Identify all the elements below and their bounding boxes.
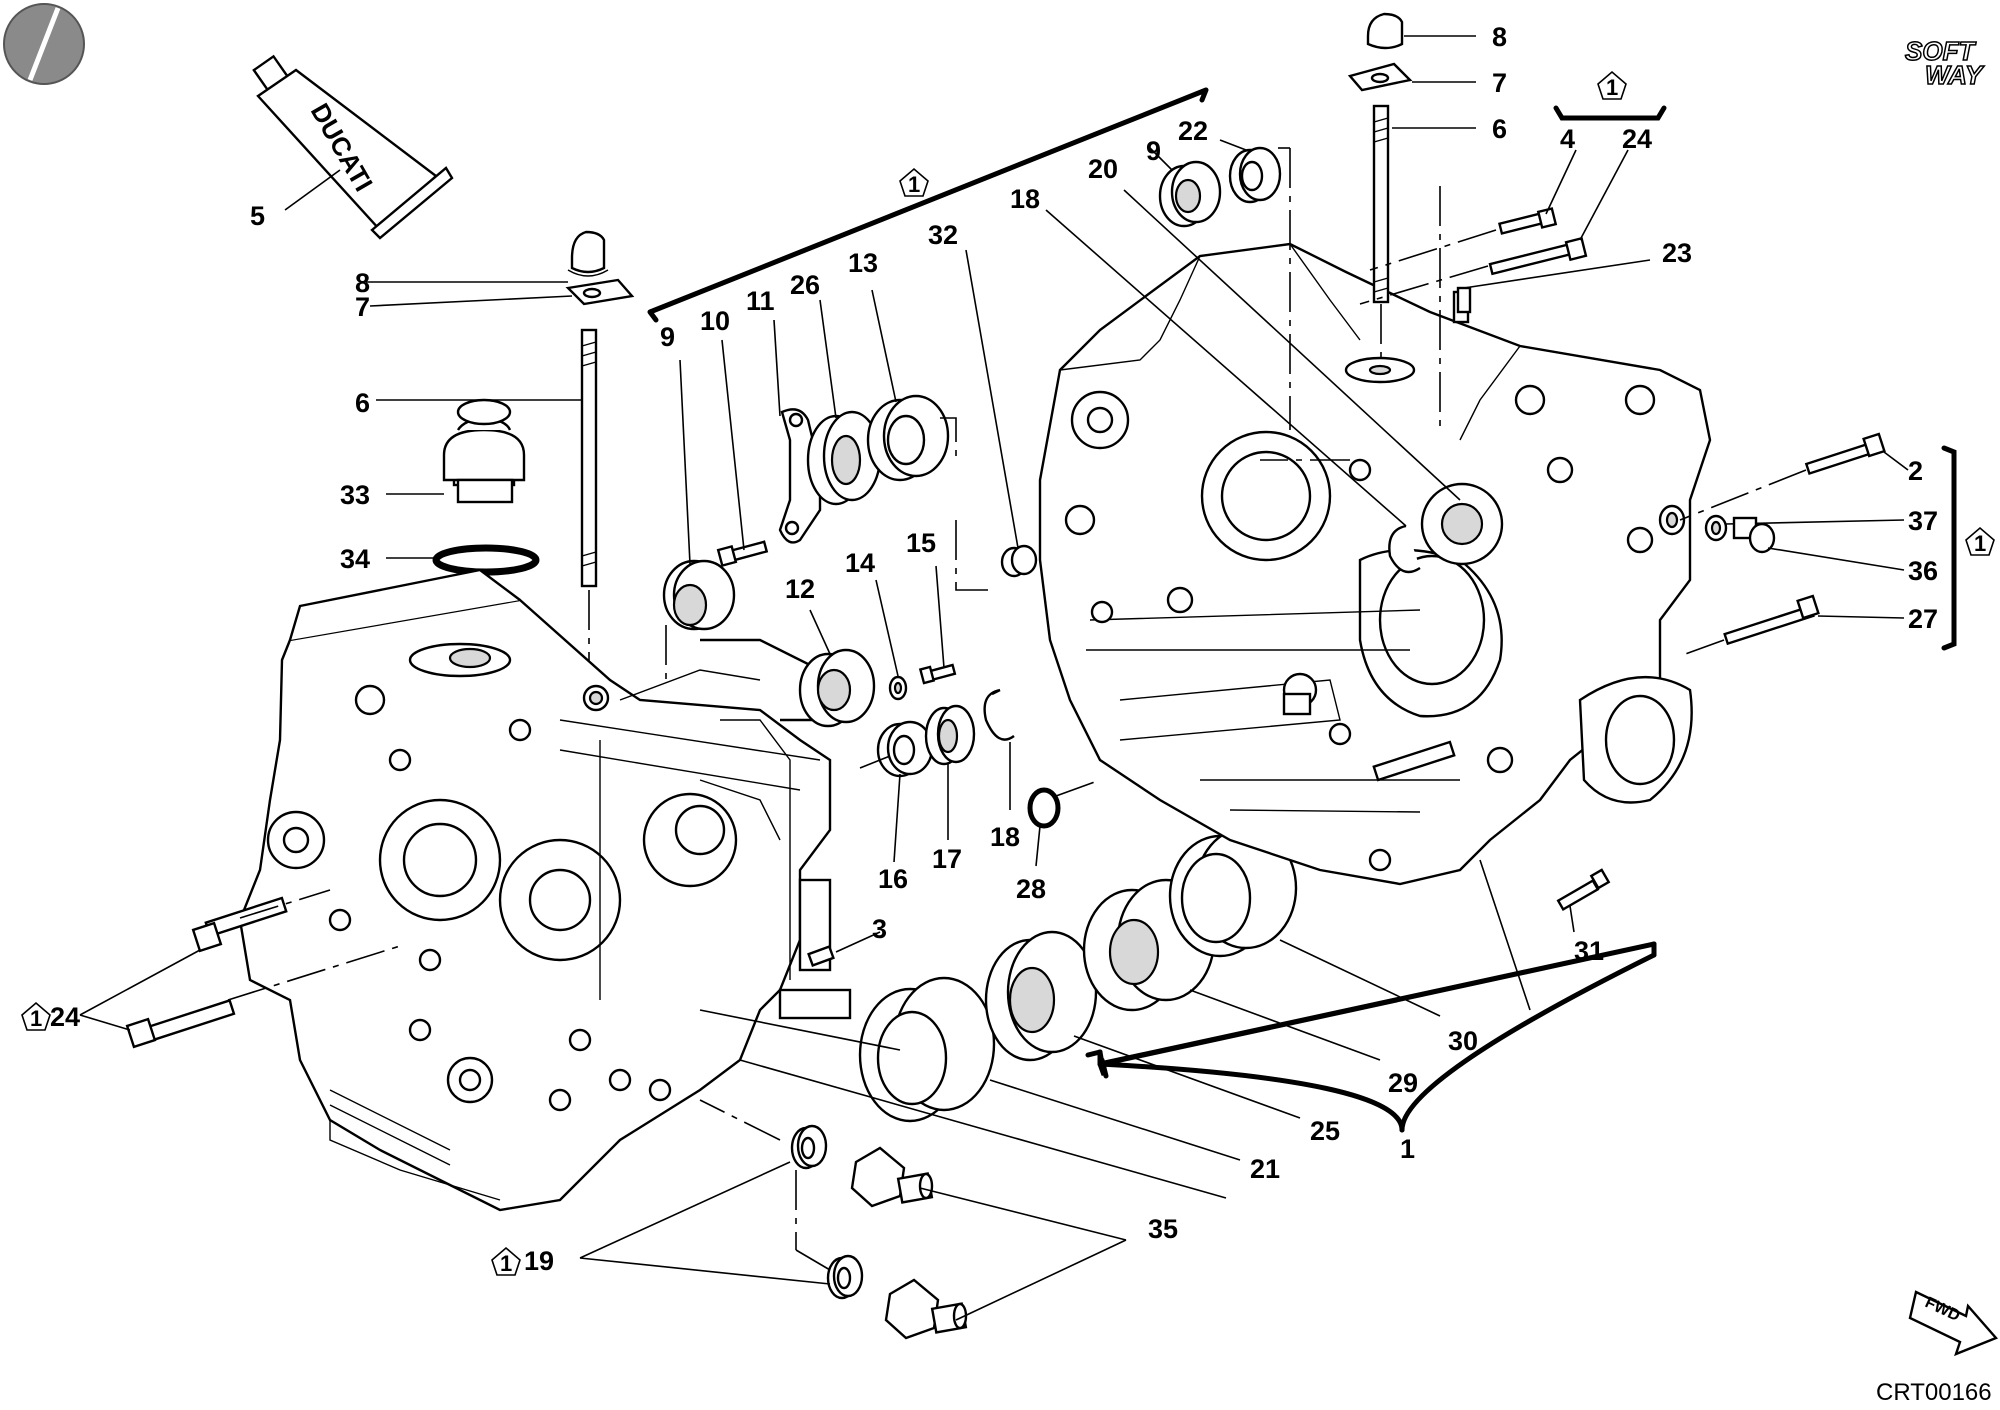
callout-36: 36 <box>1908 556 1938 586</box>
svg-text:1: 1 <box>1606 75 1618 100</box>
note-marker-centre: 1 <box>899 167 929 197</box>
callout-18b: 18 <box>1010 184 1040 214</box>
callout-11: 11 <box>746 286 775 316</box>
svg-text:1: 1 <box>500 1251 512 1276</box>
callout-13: 13 <box>848 248 878 278</box>
plug-36 <box>1732 516 1776 554</box>
callout-12: 12 <box>785 574 815 604</box>
seal-16 <box>876 720 934 778</box>
svg-text:1: 1 <box>30 1006 42 1031</box>
bolt-27 <box>1723 594 1820 646</box>
washer-19-upper <box>790 1124 828 1170</box>
callout-20: 20 <box>1088 154 1118 184</box>
callout-14: 14 <box>845 548 875 578</box>
callout-17: 17 <box>932 844 962 874</box>
callout-7b: 7 <box>1492 68 1507 98</box>
callout-30: 30 <box>1448 1026 1478 1056</box>
note-marker-24a: 1 <box>21 1001 51 1031</box>
dowel-3 <box>807 945 835 967</box>
dowel-23 <box>1456 286 1472 314</box>
bearing-12 <box>798 648 876 728</box>
callout-34: 34 <box>340 544 370 574</box>
bolt-24-upper <box>191 896 288 953</box>
callout-7a: 7 <box>355 292 370 322</box>
callout-32: 32 <box>928 220 958 250</box>
callout-10: 10 <box>700 306 730 336</box>
right-stud-group <box>1347 12 1413 304</box>
seal-13 <box>866 394 950 482</box>
svg-text:1: 1 <box>908 172 920 197</box>
callout-24a: 24 <box>50 1002 80 1032</box>
brand-logo: SOFT WAY <box>1904 35 1985 91</box>
bearing-9-right <box>1158 160 1222 228</box>
callout-4: 4 <box>1560 124 1575 154</box>
note-marker-19: 1 <box>491 1246 521 1276</box>
callout-21: 21 <box>1250 1154 1280 1184</box>
callout-19: 19 <box>524 1246 554 1276</box>
callout-15: 15 <box>906 528 936 558</box>
callout-2: 2 <box>1908 456 1923 486</box>
corner-logo <box>3 3 85 85</box>
fitting-35-upper <box>850 1146 934 1208</box>
screw-10 <box>716 540 769 568</box>
bolt-31 <box>1556 868 1611 911</box>
washer-19-lower <box>826 1254 864 1300</box>
screw-15 <box>918 663 957 685</box>
fwd-arrow: FWD <box>1908 1290 1999 1357</box>
note-marker-top: 1 <box>1597 70 1627 100</box>
callout-29: 29 <box>1388 1068 1418 1098</box>
callout-8a: 8 <box>355 268 370 298</box>
callout-3: 3 <box>872 914 887 944</box>
callout-16: 16 <box>878 864 908 894</box>
brand-line2: WAY <box>1925 60 1985 90</box>
callout-1: 1 <box>1400 1134 1415 1164</box>
callout-18a: 18 <box>990 822 1020 852</box>
circlip-18a <box>983 688 1015 741</box>
bolt-4 <box>1498 207 1558 235</box>
callout-6b: 6 <box>1492 114 1507 144</box>
callout-9b: 9 <box>1146 136 1161 166</box>
callout-23: 23 <box>1662 238 1692 268</box>
callout-8b: 8 <box>1492 22 1507 52</box>
callout-37: 37 <box>1908 506 1938 536</box>
callout-22: 22 <box>1178 116 1208 146</box>
callout-24b: 24 <box>1622 124 1652 154</box>
sealant-tube: DUCATI <box>252 54 454 240</box>
circlip-18b <box>1388 524 1421 574</box>
note-marker-right: 1 <box>1965 526 1995 556</box>
bearing-17 <box>924 704 976 766</box>
callout-35: 35 <box>1148 1214 1178 1244</box>
washer-37 <box>1704 514 1728 542</box>
callout-9a: 9 <box>660 322 675 352</box>
bolt-2 <box>1804 432 1886 476</box>
left-crankcase-half <box>238 568 852 1212</box>
bolt-24-lower <box>125 998 236 1049</box>
bearing-26 <box>806 410 882 506</box>
seal-30 <box>1168 826 1298 958</box>
seal-22 <box>1228 146 1282 204</box>
fitting-35-lower <box>884 1278 968 1340</box>
bolt-24-top <box>1488 236 1588 276</box>
brand-line1: SOFT <box>1905 36 1976 66</box>
bush-32 <box>1000 544 1038 578</box>
bearing-25 <box>984 930 1098 1062</box>
callout-6a: 6 <box>355 388 370 418</box>
washer-14 <box>888 675 908 701</box>
drawing-code: CRT00166 <box>1876 1379 1992 1406</box>
callout-25: 25 <box>1310 1116 1340 1146</box>
svg-text:1: 1 <box>1974 531 1986 556</box>
left-stud-group <box>432 230 635 588</box>
callout-26: 26 <box>790 270 820 300</box>
callout-27: 27 <box>1908 604 1938 634</box>
bearing-9-left <box>662 559 736 631</box>
callout-31: 31 <box>1574 936 1604 966</box>
oring-28 <box>1027 787 1061 829</box>
callout-5: 5 <box>250 201 265 231</box>
callout-28: 28 <box>1016 874 1046 904</box>
right-crankcase-half <box>1038 242 1712 886</box>
callout-33: 33 <box>340 480 370 510</box>
seal-21 <box>858 976 996 1123</box>
